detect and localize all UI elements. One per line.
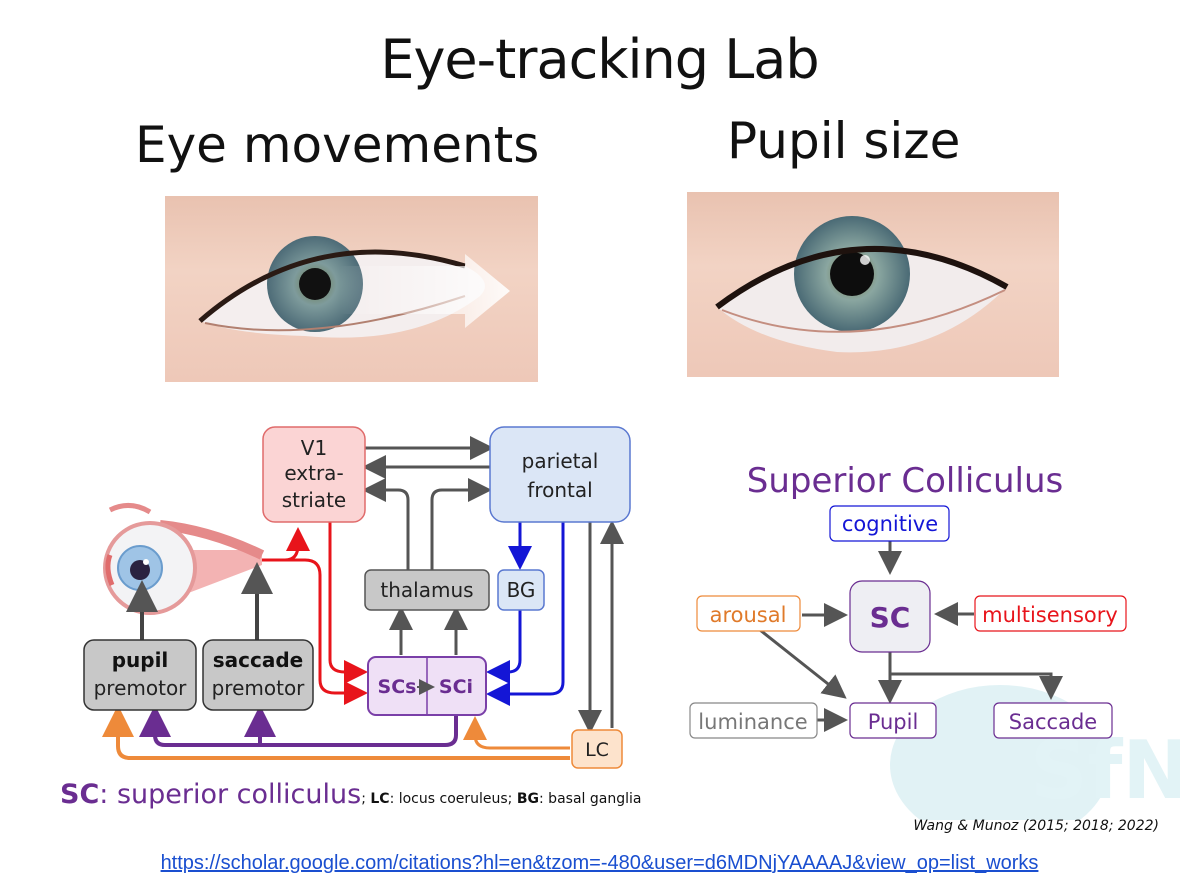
footnote-sc-full: : superior colliculus xyxy=(99,779,362,810)
sc-diagram-title: Superior Colliculus xyxy=(747,461,1063,501)
v1-line-3: striate xyxy=(282,488,346,512)
scholar-link[interactable]: https://scholar.google.com/citations?hl=… xyxy=(160,852,1039,874)
eye-movements-heading: Eye movements xyxy=(135,116,540,174)
footnote-bg-abbr: BG xyxy=(516,791,540,807)
sc-diagram: Superior Colliculus cognitive SC arousal… xyxy=(689,461,1127,739)
saccade-label: Saccade xyxy=(1009,710,1097,734)
sc-node-cognitive: cognitive xyxy=(829,505,950,542)
node-v1-extrastriate: V1 extra- striate xyxy=(262,426,366,523)
multisensory-label: multisensory xyxy=(982,603,1118,627)
saccade-premotor-bold: saccade xyxy=(213,648,304,672)
node-parietal-frontal: parietal frontal xyxy=(489,426,631,523)
slide-title: Eye-tracking Lab xyxy=(380,28,819,91)
parietal-line-1: parietal xyxy=(522,449,599,473)
footnote-bg-full: : basal ganglia xyxy=(539,791,642,807)
lc-label: LC xyxy=(585,739,609,761)
eyeball-icon xyxy=(103,503,265,615)
sc-node-saccade: Saccade xyxy=(993,702,1113,739)
v1-line-1: V1 xyxy=(301,436,327,460)
footnote-sc-abbr: SC xyxy=(60,779,100,810)
thalamus-label: thalamus xyxy=(380,578,473,602)
cognitive-label: cognitive xyxy=(842,512,938,536)
node-thalamus: thalamus xyxy=(364,569,490,611)
sc-node-luminance: luminance xyxy=(689,702,818,739)
node-sc: SCs SCi xyxy=(367,656,487,716)
sci-label: SCi xyxy=(439,676,473,698)
footnote-sep: ; xyxy=(361,791,371,807)
scs-label: SCs xyxy=(378,676,417,698)
sc-label: SC xyxy=(870,601,911,634)
pupil-size-heading: Pupil size xyxy=(727,112,961,170)
footnote-lc-full: : locus coeruleus; xyxy=(389,791,517,807)
sc-node-arousal: arousal xyxy=(696,595,801,632)
node-pupil-premotor: pupil premotor xyxy=(83,639,197,711)
watermark-text: SfN xyxy=(1030,724,1180,817)
arousal-label: arousal xyxy=(710,603,787,627)
footnote-lc-abbr: LC xyxy=(370,791,390,807)
eye-movement-photo xyxy=(165,196,538,382)
v1-line-2: extra- xyxy=(284,461,343,485)
circuit-diagram: V1 extra- striate parietal frontal thala… xyxy=(83,426,631,769)
pupil-label: Pupil xyxy=(868,710,919,734)
pupil-premotor-bold: pupil xyxy=(112,648,169,672)
luminance-label: luminance xyxy=(698,710,807,734)
parietal-line-2: frontal xyxy=(527,478,592,502)
pupil-size-photo xyxy=(687,192,1059,377)
saccade-premotor-normal: premotor xyxy=(212,676,306,700)
sc-node-pupil: Pupil xyxy=(849,702,937,739)
bg-label: BG xyxy=(507,578,536,602)
sc-node-sc: SC xyxy=(849,580,931,653)
node-bg: BG xyxy=(497,569,545,611)
node-saccade-premotor: saccade premotor xyxy=(202,639,314,711)
node-lc: LC xyxy=(571,729,623,769)
citation: Wang & Munoz (2015; 2018; 2022) xyxy=(913,818,1159,834)
sc-node-multisensory: multisensory xyxy=(974,595,1127,632)
pupil-premotor-normal: premotor xyxy=(94,676,188,700)
abbreviation-footnote: SC: superior colliculus; LC: locus coeru… xyxy=(60,779,641,810)
